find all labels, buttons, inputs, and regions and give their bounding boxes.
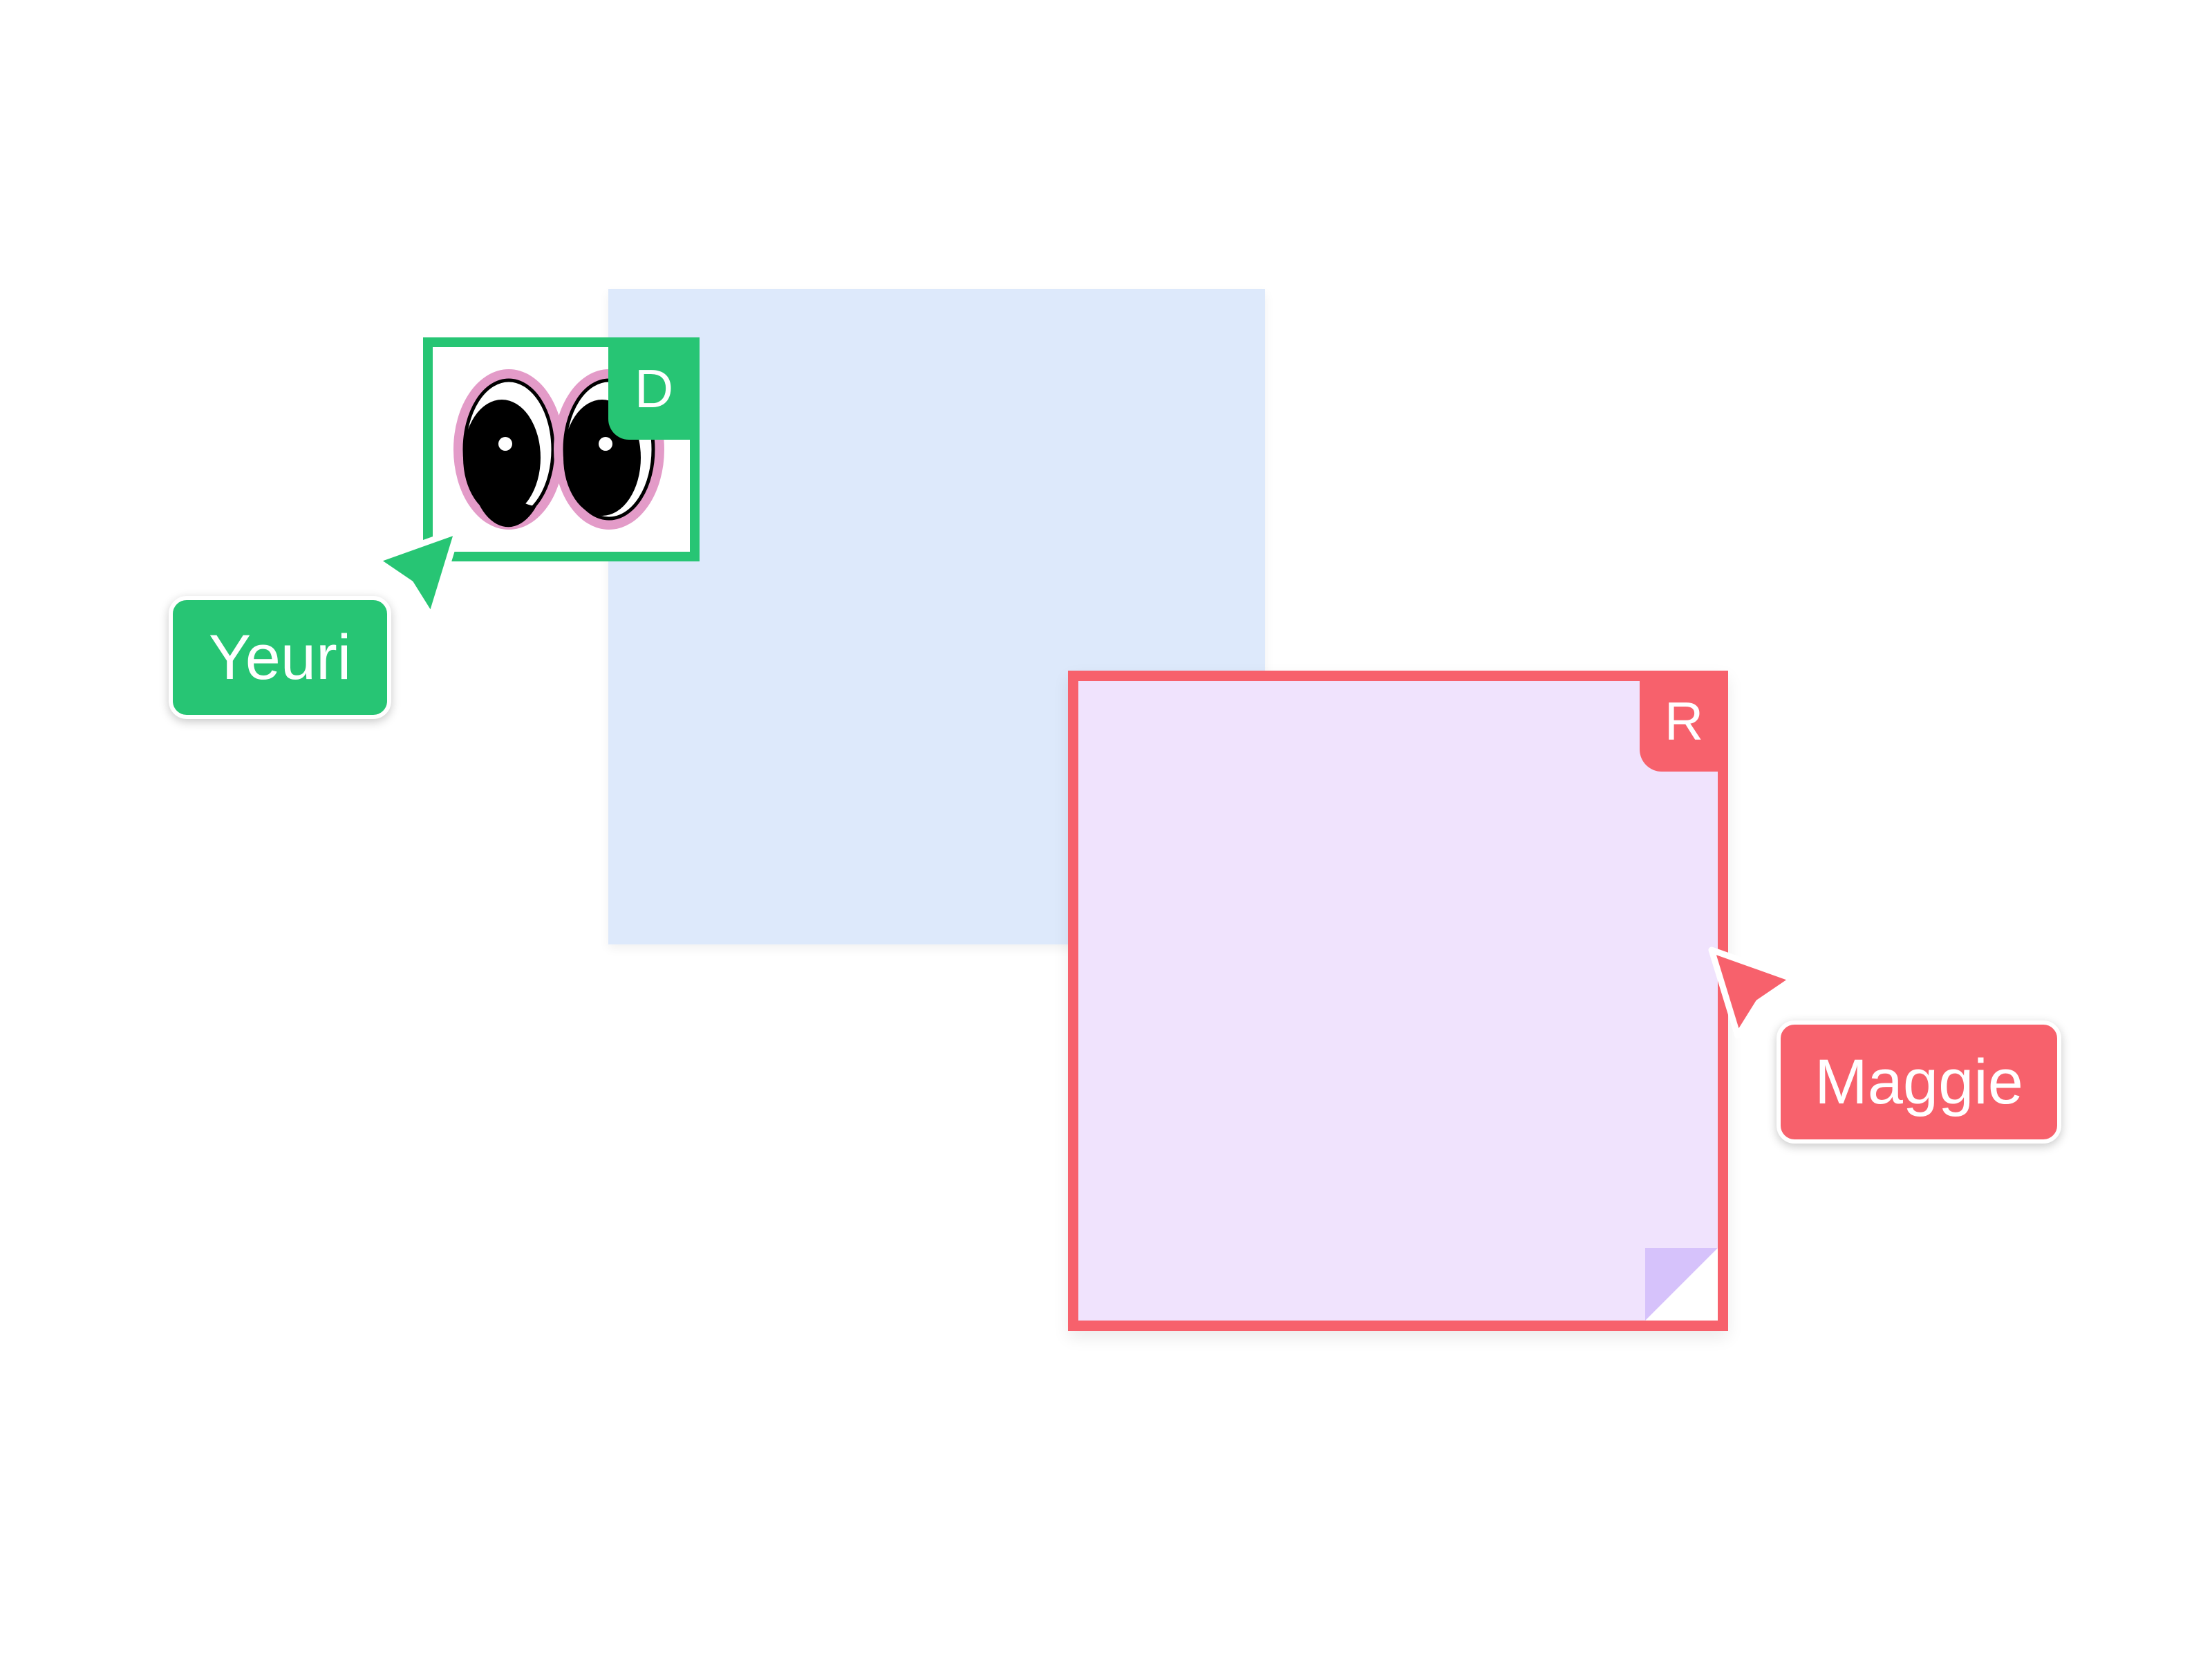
cursor-arrow-maggie-icon bbox=[1708, 946, 1797, 1039]
googly-eyes-icon bbox=[453, 369, 664, 530]
collaborator-name-tag-maggie: Maggie bbox=[1777, 1020, 2061, 1144]
cursor-arrow-yeuri-icon bbox=[373, 528, 461, 620]
eyes-sticker-selection[interactable]: D bbox=[423, 337, 700, 561]
collaborator-badge-d: D bbox=[608, 337, 700, 440]
page-fold-icon bbox=[1645, 1248, 1718, 1321]
sticky-note-purple[interactable]: R bbox=[1068, 671, 1728, 1331]
collaborator-name-tag-yeuri: Yeuri bbox=[169, 596, 391, 719]
collaborator-badge-r: R bbox=[1640, 671, 1728, 772]
